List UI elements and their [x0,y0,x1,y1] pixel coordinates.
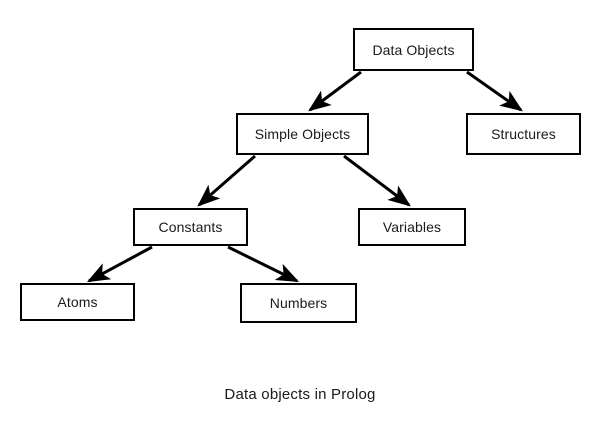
node-atoms[interactable]: Atoms [20,283,135,321]
node-label-numbers: Numbers [269,295,328,311]
diagram-caption: Data objects in Prolog [224,386,376,403]
edge-data-objects-to-structures [466,70,523,112]
edge-data-objects-to-simple-objects [308,70,362,112]
node-constants[interactable]: Constants [133,208,248,246]
node-variables[interactable]: Variables [358,208,466,246]
node-label-variables: Variables [382,219,442,235]
edge-constants-to-atoms [86,245,153,283]
node-simple-objects[interactable]: Simple Objects [236,113,369,155]
node-numbers[interactable]: Numbers [240,283,357,323]
edge-constants-to-numbers [227,245,300,283]
node-structures[interactable]: Structures [466,113,581,155]
node-label-atoms: Atoms [57,294,98,310]
node-label-structures: Structures [491,126,556,142]
node-label-simple-objects: Simple Objects [254,126,351,142]
node-label-data-objects: Data Objects [372,41,455,58]
edge-simple-objects-to-constants [197,154,256,207]
node-label-constants: Constants [158,219,223,235]
edge-simple-objects-to-variables [343,154,411,207]
node-data-objects[interactable]: Data Objects [353,28,474,71]
